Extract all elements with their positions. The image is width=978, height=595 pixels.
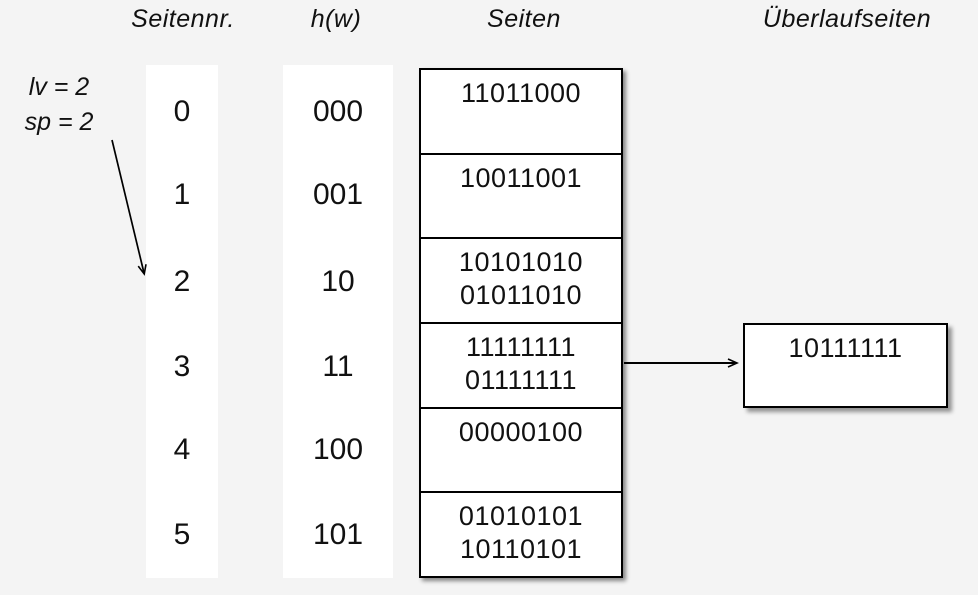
- hash-value-1: 001: [312, 178, 364, 211]
- record-value: 10011001: [459, 162, 583, 193]
- page-number-1: 1: [173, 178, 191, 211]
- pages-table: 11011000 10011001 10101010 01011010 1111…: [419, 68, 623, 578]
- sp-pointer-arrow: [111, 139, 147, 276]
- page-cell-2: 10101010 01011010: [421, 237, 621, 322]
- record-value: 11011000: [460, 78, 582, 108]
- page-number-0: 0: [173, 95, 191, 128]
- annotation-lv-sp: lv = 2 sp = 2: [14, 70, 104, 140]
- column-header-seiten: Seiten: [487, 5, 561, 33]
- record-value: 01011010: [459, 280, 583, 311]
- record-value: 10101010: [458, 247, 584, 278]
- seitennr-column-strip: [146, 65, 218, 578]
- overflow-record-value: 10111111: [788, 333, 903, 363]
- overflow-page-box: 10111111: [743, 323, 948, 408]
- column-header-ueberlaufseiten: Überlaufseiten: [762, 5, 932, 33]
- page-cell-0: 11011000: [421, 70, 621, 153]
- hash-value-5: 101: [312, 518, 364, 551]
- annotation-lv: lv = 2: [28, 73, 90, 101]
- record-value: 00000100: [458, 416, 584, 447]
- hash-value-0: 000: [312, 95, 364, 128]
- record-value: 10110101: [459, 534, 583, 565]
- column-header-seitennr: Seitennr.: [131, 5, 235, 33]
- hash-value-2: 10: [321, 265, 355, 298]
- record-value: 01111111: [464, 365, 578, 396]
- hw-column-strip: [283, 65, 393, 578]
- hash-value-4: 100: [312, 433, 364, 466]
- record-value: 11111111: [465, 332, 577, 363]
- page-number-3: 3: [173, 350, 191, 383]
- page-cell-4: 00000100: [421, 406, 621, 492]
- page-number-4: 4: [173, 433, 191, 466]
- page-number-5: 5: [173, 518, 191, 551]
- page-cell-3: 11111111 01111111: [421, 322, 621, 407]
- column-header-hw: h(w): [310, 5, 362, 33]
- page-cell-1: 10011001: [421, 152, 621, 238]
- hash-value-3: 11: [322, 350, 354, 383]
- page-number-2: 2: [173, 265, 191, 298]
- annotation-sp: sp = 2: [24, 108, 94, 136]
- record-value: 01010101: [458, 501, 584, 532]
- page-cell-5: 01010101 10110101: [421, 491, 621, 576]
